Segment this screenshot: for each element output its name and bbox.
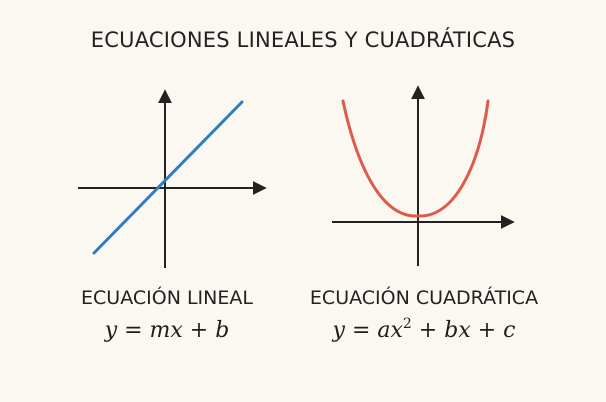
- quadratic-graph: [332, 85, 515, 266]
- quadratic-formula-exponent: 2: [402, 316, 412, 332]
- parabola-curve: [341, 99, 490, 218]
- quadratic-formula-main: y = ax: [332, 318, 403, 343]
- quadratic-formula-tail: + bx + c: [411, 318, 516, 343]
- linear-line: [92, 100, 244, 255]
- linear-equation-label: ECUACIÓN LINEAL: [81, 287, 253, 309]
- linear-formula: y = mx + b: [104, 318, 230, 343]
- diagram-title: ECUACIONES LINEALES Y CUADRÁTICAS: [90, 28, 516, 52]
- linear-graph: [78, 89, 267, 268]
- quadratic-formula: y = ax2 + bx + c: [296, 316, 552, 343]
- quadratic-equation-label: ECUACIÓN CUADRÁTICA: [309, 287, 539, 309]
